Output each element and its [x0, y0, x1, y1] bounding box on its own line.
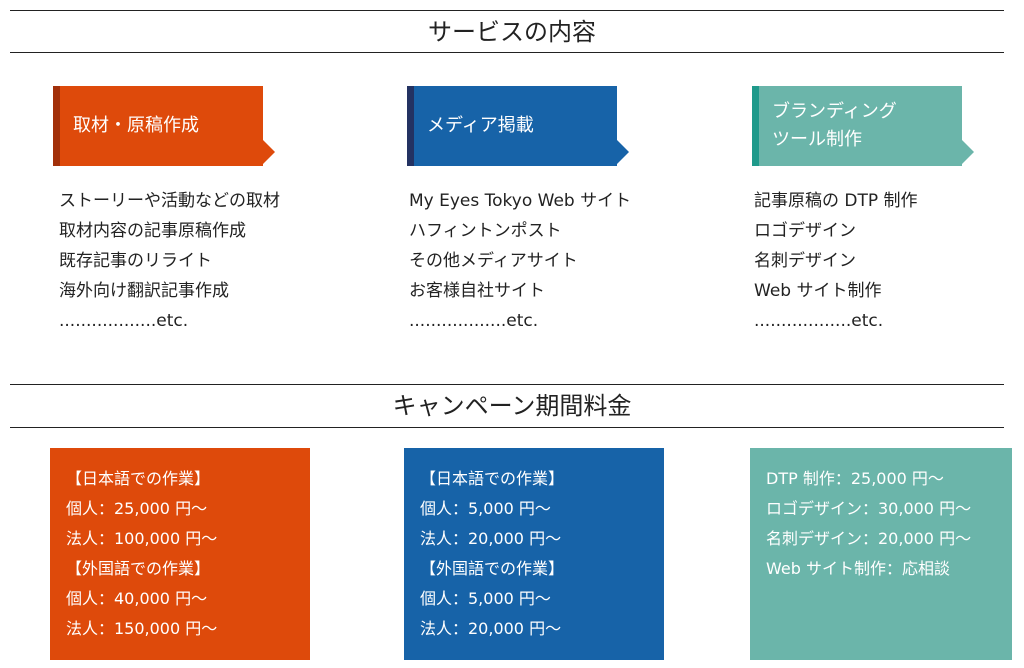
tag-label: 取材・原稿作成 — [53, 112, 213, 140]
list-item: My Eyes Tokyo Web サイト — [409, 191, 632, 211]
pricing-box-branding: DTP 制作：25,000 円〜 ロゴデザイン：30,000 円〜 名刺デザイン… — [750, 448, 1012, 660]
price-line: Web サイト制作：応相談 — [766, 559, 950, 578]
price-line: 法人：100,000 円〜 — [66, 529, 218, 548]
price-line: 個人：5,000 円〜 — [420, 589, 551, 608]
service-tag-writing: 取材・原稿作成 — [53, 86, 275, 166]
price-line: 法人：150,000 円〜 — [66, 619, 218, 638]
list-item: 取材内容の記事原稿作成 — [59, 221, 246, 241]
tag-line: 取材・原稿作成 — [73, 115, 199, 136]
services-title: サービスの内容 — [428, 18, 596, 46]
services-top-rule — [10, 10, 1004, 11]
service-tag-branding: ブランディング ツール制作 — [752, 86, 974, 166]
list-item: ..................etc. — [409, 311, 539, 331]
pricing-title: キャンペーン期間料金 — [392, 392, 632, 420]
list-item: ストーリーや活動などの取材 — [59, 191, 280, 211]
pricing-bottom-rule — [10, 427, 1004, 428]
service-list-writing: ストーリーや活動などの取材 取材内容の記事原稿作成 既存記事のリライト 海外向け… — [59, 186, 280, 336]
tag-arrow-icon — [962, 140, 974, 164]
price-line: 個人：25,000 円〜 — [66, 499, 208, 518]
price-line: ロゴデザイン：30,000 円〜 — [766, 499, 972, 518]
tag-edge — [407, 86, 414, 166]
tag-arrow-icon — [617, 140, 629, 164]
tag-line: ツール制作 — [772, 129, 862, 150]
pricing-box-media: 【日本語での作業】 個人：5,000 円〜 法人：20,000 円〜 【外国語で… — [404, 448, 664, 660]
service-list-branding: 記事原稿の DTP 制作 ロゴデザイン 名刺デザイン Web サイト制作 ...… — [754, 186, 918, 336]
price-line: 【外国語での作業】 — [66, 559, 211, 578]
price-line: 【日本語での作業】 — [66, 469, 211, 488]
tag-label: ブランディング ツール制作 — [752, 98, 911, 154]
tag-arrow-icon — [263, 140, 275, 164]
service-tag-media: メディア掲載 — [407, 86, 629, 166]
services-bottom-rule — [10, 52, 1004, 53]
list-item: ロゴデザイン — [754, 221, 856, 241]
list-item: ..................etc. — [59, 311, 189, 331]
tag-label: メディア掲載 — [407, 112, 548, 140]
tag-edge — [53, 86, 60, 166]
price-line: DTP 制作：25,000 円〜 — [766, 469, 944, 488]
price-line: 【日本語での作業】 — [420, 469, 565, 488]
list-item: 海外向け翻訳記事作成 — [59, 281, 229, 301]
list-item: ..................etc. — [754, 311, 884, 331]
tag-edge — [752, 86, 759, 166]
tag-line: ブランディング — [772, 101, 897, 122]
price-line: 個人：5,000 円〜 — [420, 499, 551, 518]
pricing-box-writing: 【日本語での作業】 個人：25,000 円〜 法人：100,000 円〜 【外国… — [50, 448, 310, 660]
price-line: 法人：20,000 円〜 — [420, 529, 562, 548]
list-item: 記事原稿の DTP 制作 — [754, 191, 918, 211]
list-item: 名刺デザイン — [754, 251, 856, 271]
list-item: お客様自社サイト — [409, 281, 545, 301]
tag-line: メディア掲載 — [427, 115, 534, 136]
list-item: Web サイト制作 — [754, 281, 882, 301]
price-line: 名刺デザイン：20,000 円〜 — [766, 529, 972, 548]
service-list-media: My Eyes Tokyo Web サイト ハフィントンポスト その他メディアサ… — [409, 186, 631, 336]
list-item: 既存記事のリライト — [59, 251, 212, 271]
list-item: ハフィントンポスト — [409, 221, 562, 241]
price-line: 個人：40,000 円〜 — [66, 589, 208, 608]
pricing-top-rule — [10, 384, 1004, 385]
price-line: 【外国語での作業】 — [420, 559, 565, 578]
list-item: その他メディアサイト — [409, 251, 578, 271]
price-line: 法人：20,000 円〜 — [420, 619, 562, 638]
